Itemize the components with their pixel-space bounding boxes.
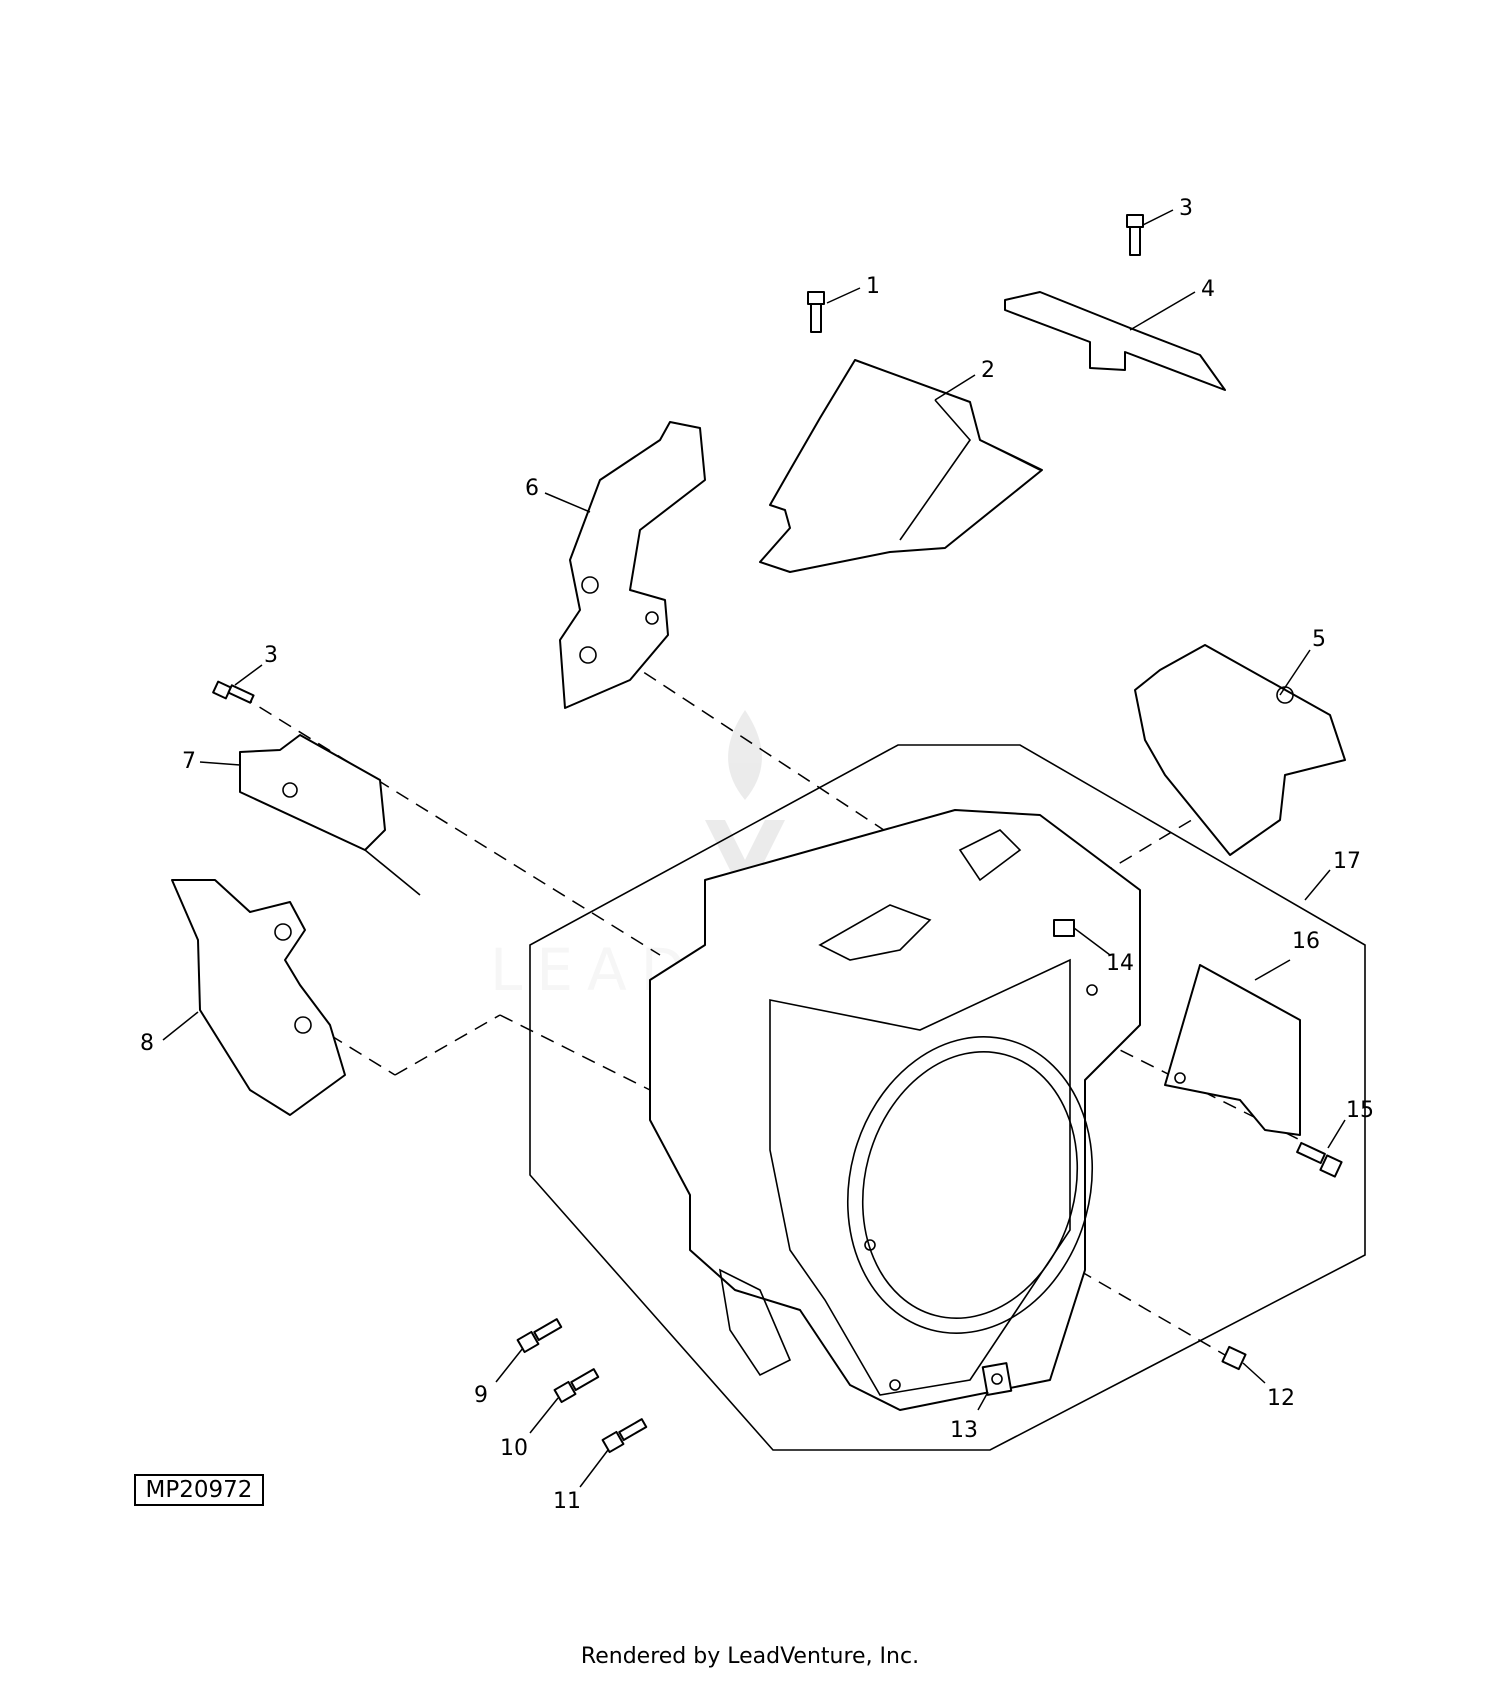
callout-3-lower: 3 xyxy=(264,643,278,668)
callout-5: 5 xyxy=(1312,627,1326,652)
callout-3-upper: 3 xyxy=(1179,196,1193,221)
bracket-part-8 xyxy=(171,879,346,1116)
bolt-part-1 xyxy=(807,291,825,333)
callout-10: 10 xyxy=(500,1436,528,1461)
bolt-part-15 xyxy=(1296,1141,1343,1178)
bolt-part-11 xyxy=(601,1418,648,1454)
callout-14: 14 xyxy=(1106,951,1134,976)
leader-lines xyxy=(162,209,1346,1488)
baffle-part-2 xyxy=(759,359,1043,573)
shroud-part-7 xyxy=(239,734,421,896)
nut-part-12 xyxy=(1221,1345,1247,1371)
clip-part-13 xyxy=(981,1362,1013,1396)
callout-15: 15 xyxy=(1346,1098,1374,1123)
clip-part-14 xyxy=(1053,919,1075,937)
footer-credit: Rendered by LeadVenture, Inc. xyxy=(580,1644,920,1669)
callout-6: 6 xyxy=(525,476,539,501)
callout-8: 8 xyxy=(140,1031,154,1056)
shield-part-16 xyxy=(1164,964,1301,1136)
callouts: 1 2 3 3 4 5 6 7 8 9 10 11 12 13 14 15 16… xyxy=(140,196,1374,1514)
bolt-part-10 xyxy=(553,1368,600,1404)
bolt-part-3-lower xyxy=(212,680,255,704)
callout-13: 13 xyxy=(950,1418,978,1443)
bolt-part-3-upper xyxy=(1126,214,1144,256)
callout-9: 9 xyxy=(474,1383,488,1408)
bolt-part-9 xyxy=(516,1318,563,1354)
callout-2: 2 xyxy=(981,358,995,383)
callout-7: 7 xyxy=(182,749,196,774)
callout-11: 11 xyxy=(553,1489,581,1514)
bracket-part-6 xyxy=(559,421,706,709)
blower-housing-part-17 xyxy=(649,809,1141,1411)
reference-code: MP20972 xyxy=(134,1474,264,1506)
callout-1: 1 xyxy=(866,274,880,299)
bracket-part-4 xyxy=(1004,291,1226,391)
callout-17: 17 xyxy=(1333,849,1361,874)
callout-16: 16 xyxy=(1292,929,1320,954)
callout-12: 12 xyxy=(1267,1386,1295,1411)
callout-4: 4 xyxy=(1201,277,1215,302)
cover-part-5 xyxy=(1134,644,1346,856)
assembly-outline xyxy=(529,744,1366,1451)
